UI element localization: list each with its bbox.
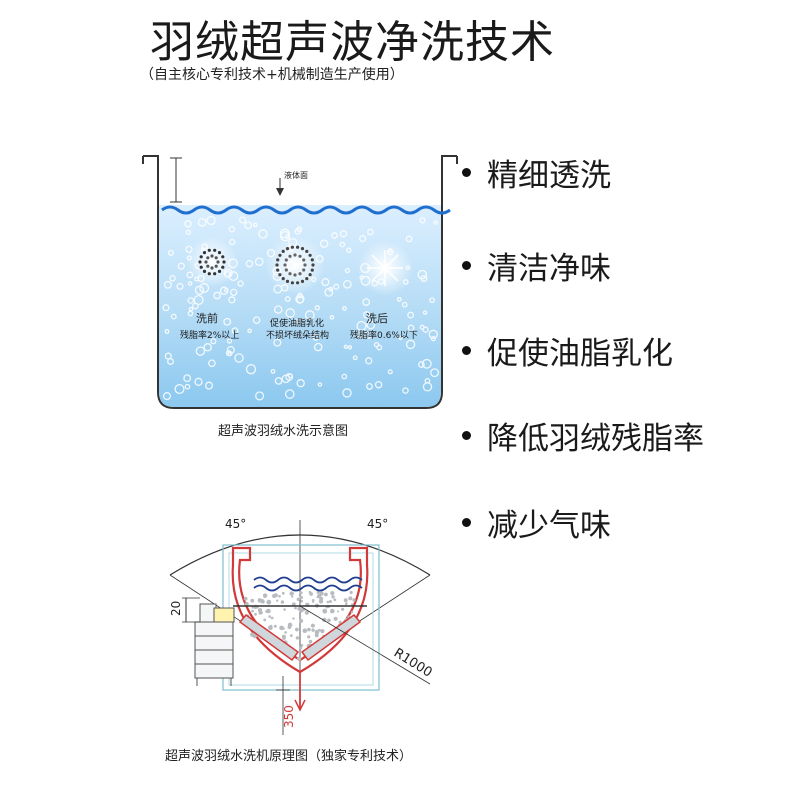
feature-item: 降低羽绒残脂率 — [462, 413, 704, 458]
machine-caption: 超声波羽绒水洗机原理图（独家专利技术） — [165, 749, 413, 764]
page-title: 羽绒超声波净洗技术 — [150, 17, 555, 68]
water-wave — [161, 205, 451, 215]
process-glow — [265, 235, 325, 295]
angle-left-label: 45° — [225, 517, 246, 531]
feature-item: 减少气味 — [462, 500, 611, 545]
liquid-level-label: 液体面 — [284, 170, 308, 180]
dim-350-label: 350 — [282, 705, 296, 728]
dim-20-label: 20 — [169, 601, 183, 616]
angle-right-label: 45° — [367, 517, 388, 531]
feature-item: 促使油脂乳化 — [462, 328, 673, 373]
after-desc: 残脂率0.6%以下 — [350, 329, 418, 341]
bullet-dot-icon — [462, 346, 471, 355]
before-glow — [186, 236, 238, 288]
process-title: 促使油脂乳化 — [270, 317, 324, 329]
tank-caption: 超声波羽绒水洗示意图 — [218, 424, 349, 439]
before-title: 洗前 — [196, 311, 218, 325]
bullet-dot-icon — [462, 168, 471, 177]
feature-label: 清洁净味 — [487, 251, 611, 287]
feature-label: 促使油脂乳化 — [487, 336, 673, 372]
machine-wave — [253, 576, 363, 584]
feature-label: 减少气味 — [487, 508, 611, 544]
dirt-process-icon — [275, 245, 315, 285]
bullet-dot-icon — [462, 518, 471, 527]
page-subtitle: （自主核心专利技术+机械制造生产使用） — [140, 67, 404, 83]
clean-star-icon — [367, 250, 403, 286]
feature-label: 降低羽绒残脂率 — [487, 421, 704, 457]
transducer-right — [300, 613, 362, 662]
feature-label: 精细透洗 — [487, 158, 611, 194]
dirt-before-icon — [198, 248, 226, 276]
before-desc: 残脂率2%以上 — [180, 329, 239, 341]
bullet-dot-icon — [462, 261, 471, 270]
feature-item: 精细透洗 — [462, 150, 611, 195]
after-title: 洗后 — [366, 312, 388, 325]
feature-item: 清洁净味 — [462, 243, 611, 288]
process-desc: 不损坏绒朵结构 — [266, 329, 329, 341]
tank-outline — [143, 155, 457, 409]
transducer-left — [238, 613, 300, 662]
control-cabinet — [194, 603, 235, 686]
bullet-dot-icon — [462, 431, 471, 440]
radius-label: R1000 — [391, 646, 435, 681]
